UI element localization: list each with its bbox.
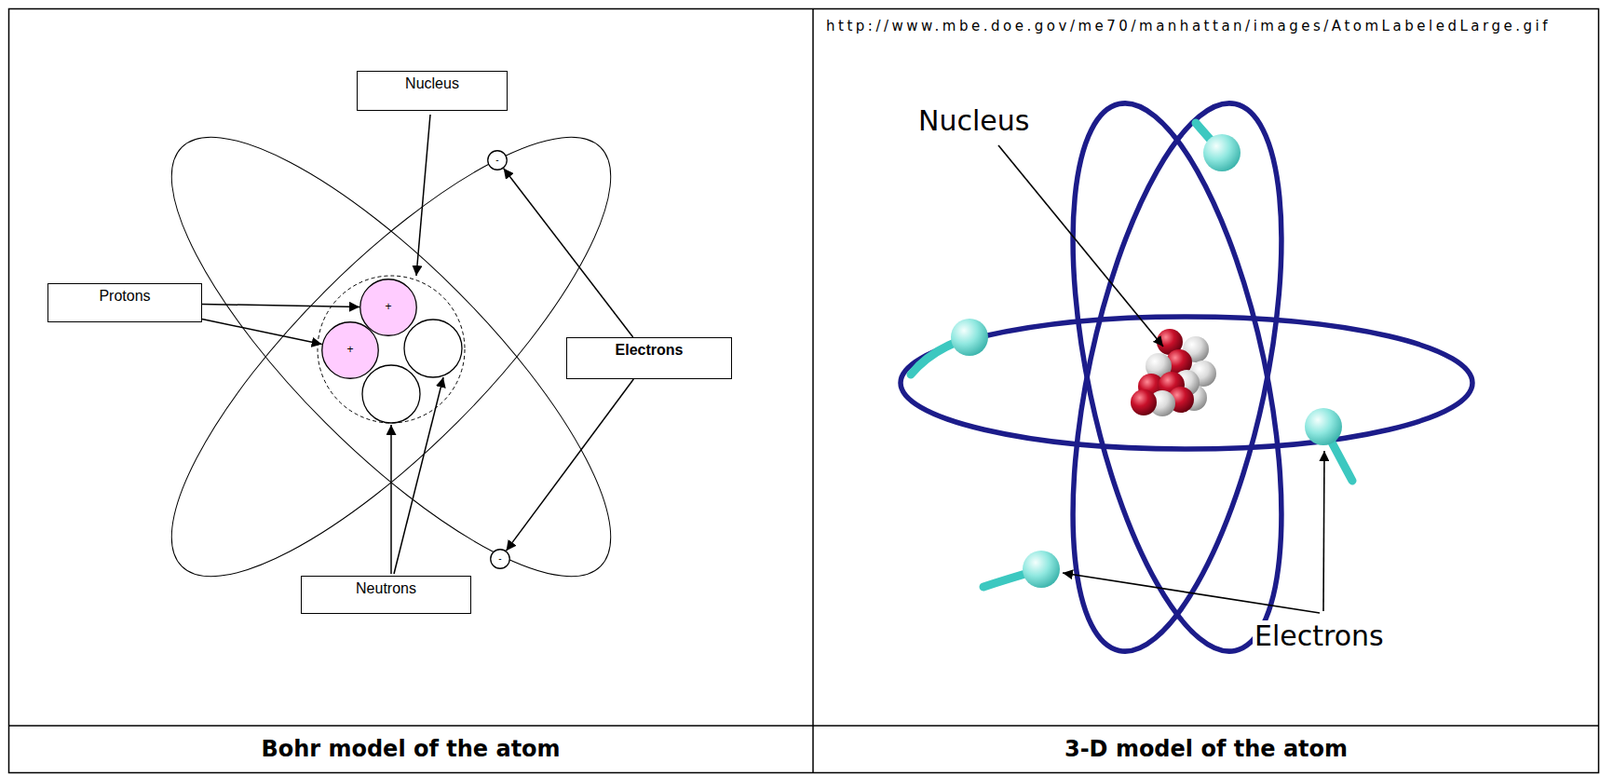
proton-circle: + bbox=[359, 278, 418, 337]
electron-circle: - bbox=[489, 548, 511, 570]
leader-arrow bbox=[416, 114, 431, 276]
leader-arrow bbox=[1062, 572, 1320, 613]
leader-arrow bbox=[998, 145, 1164, 347]
nucleus-label-box: Nucleus bbox=[356, 70, 508, 111]
table-divider bbox=[812, 9, 814, 773]
electron-circle: - bbox=[487, 149, 508, 171]
label-text: Protons bbox=[98, 287, 150, 305]
label-text: Neutrons bbox=[355, 580, 417, 597]
label-text: + bbox=[384, 300, 392, 314]
protons-label-box: Protons bbox=[47, 283, 203, 323]
nucleus-label: Nucleus bbox=[916, 105, 1031, 138]
label-text: Nucleus bbox=[405, 75, 460, 93]
electron-circle-shape bbox=[490, 549, 511, 570]
table-divider bbox=[9, 724, 1600, 727]
leader-arrow bbox=[390, 424, 393, 574]
electron-orbit bbox=[1032, 85, 1323, 669]
electron-ball bbox=[1304, 407, 1343, 446]
label-text: - bbox=[498, 553, 502, 565]
electron-orbit bbox=[900, 316, 1473, 449]
neutron-circle bbox=[404, 319, 462, 378]
label-text: Electrons bbox=[615, 341, 684, 359]
electrons-label: Electrons bbox=[1252, 620, 1386, 653]
leader-arrow bbox=[503, 168, 634, 338]
table-border bbox=[9, 9, 1600, 773]
electrons-label-box: Electrons bbox=[566, 337, 733, 380]
proton-circle: + bbox=[321, 321, 380, 380]
source-url: http://www.mbe.doe.gov/me70/manhattan/im… bbox=[826, 18, 1551, 35]
proton-circle-shape bbox=[322, 322, 380, 380]
electron-ball bbox=[1022, 550, 1060, 588]
label-text: + bbox=[346, 343, 353, 357]
figure-caption: 3-D model of the atom bbox=[1064, 736, 1348, 763]
nucleon bbox=[1130, 389, 1157, 416]
neutrons-label-box: Neutrons bbox=[300, 575, 472, 614]
neutron-circle bbox=[362, 365, 421, 423]
label-text: - bbox=[495, 154, 499, 166]
electron-orbit bbox=[1032, 85, 1323, 669]
nucleus-boundary bbox=[317, 275, 465, 423]
electron-circle-shape bbox=[488, 150, 508, 171]
nucleus-cluster bbox=[1130, 328, 1217, 417]
proton-circle-shape bbox=[360, 279, 418, 337]
leader-arrow bbox=[202, 303, 360, 307]
leader-arrow bbox=[202, 318, 323, 344]
electron-trails bbox=[910, 122, 1353, 587]
leader-arrow bbox=[506, 379, 635, 551]
figure-caption: Bohr model of the atom bbox=[260, 736, 560, 763]
electron-ball bbox=[1203, 134, 1241, 172]
leader-arrow bbox=[1323, 450, 1325, 611]
electron-ball bbox=[950, 318, 989, 356]
leader-arrow bbox=[393, 377, 444, 574]
